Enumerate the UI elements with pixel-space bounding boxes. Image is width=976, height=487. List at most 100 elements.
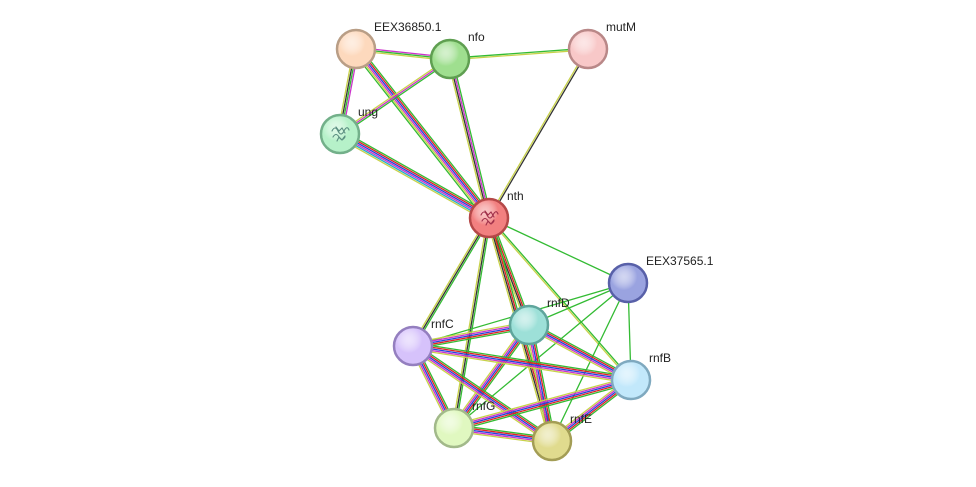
edge-strand-green: [453, 282, 629, 429]
edge-strand-green: [454, 382, 633, 432]
edge-strand-magenta: [411, 346, 552, 443]
edge-strand-green: [413, 218, 492, 348]
edge-strand-yellow: [487, 47, 588, 219]
edge-strand-green: [352, 50, 487, 222]
edges-layer: [336, 45, 634, 445]
edge-strand-green: [358, 45, 493, 217]
edge-rnfc-rnfb[interactable]: [411, 342, 633, 384]
edge-rnfd-rnfg[interactable]: [450, 322, 533, 431]
node-eex36850-1[interactable]: EEX36850.1: [335, 20, 442, 70]
edge-strand-magenta: [354, 48, 490, 220]
edge-strand-blue: [453, 379, 632, 429]
node-eex37565-1[interactable]: EEX37565.1: [607, 254, 714, 304]
edge-mutm-nth[interactable]: [487, 47, 590, 220]
edge-strand-red: [453, 380, 633, 431]
edge-strand-black: [453, 217, 490, 429]
edge-strand-yellow: [410, 347, 551, 445]
protein-structure-icon: [331, 126, 350, 142]
edge-strand-red: [412, 343, 632, 380]
edge-strand-yellow: [450, 322, 528, 427]
edge-strand-yellow: [487, 217, 632, 382]
node-label: mutM: [606, 20, 636, 34]
edge-strand-yellow: [410, 216, 489, 346]
node-rnfb[interactable]: rnfB: [610, 351, 671, 401]
edge-strand-green: [455, 326, 533, 431]
edge-strand-yellow: [353, 49, 488, 221]
edge-strand-yellow: [337, 136, 488, 223]
node-rnfc[interactable]: rnfC: [392, 317, 454, 367]
node-rnfd[interactable]: rnfD: [508, 296, 570, 346]
edge-nfo-nth[interactable]: [447, 57, 492, 220]
edge-strand-blue: [355, 47, 491, 219]
edge-strand-blue: [412, 345, 553, 442]
edge-nth-eex37565-1[interactable]: [488, 217, 629, 284]
edge-strand-magenta: [412, 346, 632, 383]
edge-eex37565-1-rnfg[interactable]: [453, 282, 629, 429]
edge-strand-magenta: [452, 377, 632, 428]
node-label: EEX37565.1: [646, 254, 714, 268]
edge-nth-rnfb[interactable]: [487, 216, 633, 382]
edge-strand-green: [412, 342, 633, 378]
node-label: rnfC: [431, 317, 454, 331]
node-mutm[interactable]: mutM: [567, 20, 636, 70]
edge-rnfb-rnfg[interactable]: [452, 376, 633, 432]
edge-strand-black: [448, 58, 489, 219]
node-highlight: [570, 31, 606, 67]
edge-nfo-ung[interactable]: [338, 57, 452, 136]
edge-strand-yellow: [338, 57, 450, 134]
node-highlight: [338, 31, 374, 67]
edge-strand-green: [451, 57, 492, 219]
node-label: rnfE: [570, 412, 592, 426]
node-label: nfo: [468, 30, 485, 44]
node-highlight: [534, 423, 570, 459]
edge-strand-red: [357, 46, 492, 218]
edge-strand-blue: [453, 324, 530, 429]
edge-rnfc-rnfe[interactable]: [410, 342, 555, 445]
node-highlight: [436, 410, 472, 446]
edge-strand-magenta: [338, 134, 490, 220]
edge-strand-yellow: [449, 49, 589, 61]
node-nth[interactable]: nth: [468, 189, 524, 239]
node-rnfg[interactable]: rnfG: [433, 399, 495, 449]
edge-ung-nth[interactable]: [337, 129, 492, 223]
node-label: nth: [507, 189, 524, 203]
edge-strand-magenta: [339, 58, 451, 135]
edge-strand-green: [341, 129, 492, 216]
edge-eex36850-1-nth[interactable]: [352, 45, 493, 222]
edge-strand-green: [488, 217, 629, 284]
edge-nth-rnfc[interactable]: [410, 216, 492, 348]
edge-strand-black: [412, 217, 490, 347]
edge-strand-red: [454, 325, 531, 430]
edge-strand-green: [488, 216, 633, 381]
edge-strand-green: [414, 342, 555, 440]
edge-nth-rnfg[interactable]: [451, 217, 492, 429]
edge-strand-yellow: [452, 376, 631, 426]
edge-strand-green: [340, 59, 452, 136]
node-label: rnfG: [472, 399, 495, 413]
node-rnfe[interactable]: rnfE: [531, 412, 592, 462]
node-label: rnfD: [547, 296, 570, 310]
edge-nfo-mutm[interactable]: [449, 47, 589, 61]
edge-strand-blue: [339, 132, 491, 218]
node-nfo[interactable]: nfo: [429, 30, 485, 80]
node-label: ung: [358, 105, 378, 119]
protein-structure-icon: [480, 210, 499, 226]
edge-strand-red: [340, 131, 491, 217]
edge-strand-yellow: [447, 58, 488, 220]
node-ung[interactable]: ung: [319, 105, 378, 155]
edge-strand-yellow: [451, 217, 489, 429]
edge-strand-yellow: [411, 348, 632, 384]
edge-strand-black: [489, 48, 590, 220]
edge-strand-green: [454, 217, 492, 429]
edge-strand-magenta: [452, 323, 529, 428]
node-highlight: [613, 362, 649, 398]
edge-strand-green: [449, 47, 589, 59]
edge-strand-magenta: [450, 58, 491, 219]
node-label: rnfB: [649, 351, 671, 365]
node-highlight: [432, 41, 468, 77]
edge-strand-blue: [412, 345, 632, 381]
node-highlight: [395, 328, 431, 364]
edge-strand-cyan: [338, 135, 489, 221]
